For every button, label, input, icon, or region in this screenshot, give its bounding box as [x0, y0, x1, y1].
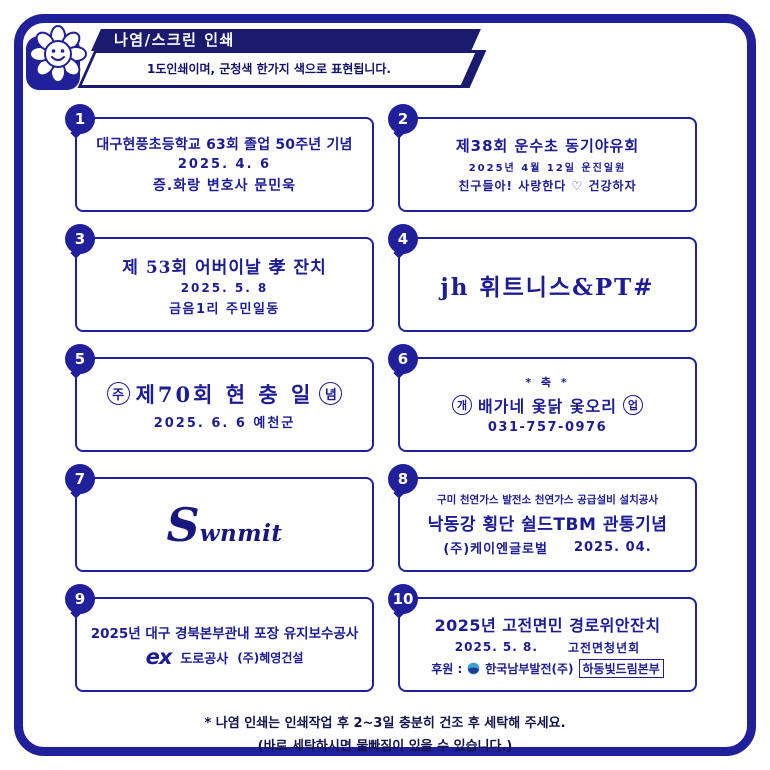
sample1-title: 대구현풍초등학교 63회 졸업 50주년 기념: [96, 137, 353, 153]
sample9-company: 도로공사: [180, 651, 229, 667]
subtitle-text: 1도인쇄이며, 군청색 한가지 색으로 표현됩니다.: [147, 62, 391, 76]
number-badge-8: 8: [388, 464, 418, 494]
circled-char-right: 념: [319, 382, 343, 405]
sample1-date: 2025. 4. 6: [177, 157, 272, 172]
sample1-subtitle: 증.화랑 변호사 문민욱: [153, 178, 296, 194]
summit-logo-rest: wnmit: [199, 519, 283, 547]
number-badge-2: 2: [388, 104, 418, 134]
sample10-host: 고전면청년회: [567, 640, 641, 655]
sample-box-5: 5 주 제70회 현 충 일 념 2025. 6. 6 예천군: [65, 344, 374, 452]
sample2-title: 제38회 운수초 동기야유회: [455, 137, 640, 155]
summit-logo: Swnmit: [167, 502, 283, 548]
sample5-title: 제70회 현 충 일: [135, 381, 314, 407]
number-badge-5: 5: [65, 344, 95, 374]
circled-char-right: 업: [622, 395, 643, 415]
number-badge-9: 9: [65, 584, 95, 614]
sample4-logo-text: jh 휘트니스&PT#: [440, 273, 655, 301]
number-badge-7: 7: [65, 464, 95, 494]
sample-box-8: 8 구미 천연가스 발전소 천연가스 공급설비 설치공사 낙동강 횡단 쉴드TB…: [388, 464, 697, 572]
smiley-flower-logo-icon: [24, 24, 92, 92]
sample2-message: 친구들아! 사랑한다 ♡ 건강하자: [458, 179, 637, 193]
sample5-date: 2025. 6. 6 예천군: [153, 415, 296, 431]
sample-box-2: 2 제38회 운수초 동기야유회 2025년 4월 12일 운진일원 친구들아!…: [388, 104, 697, 212]
sample-box-4: 4 jh 휘트니스&PT#: [388, 224, 697, 332]
expressway-ex-logo: ex: [145, 644, 173, 669]
page-title: 나염/스크린 인쇄: [114, 31, 235, 49]
sample-box-10: 10 2025년 고전면민 경로위안잔치 2025. 5. 8. 고전면청년회 …: [388, 584, 697, 692]
badge-number: 8: [397, 470, 409, 488]
badge-number: 9: [74, 590, 86, 608]
subtitle-box: 1도인쇄이며, 군청색 한가지 색으로 표현됩니다.: [77, 50, 487, 88]
sample10-sponsor-label: 후원 :: [431, 661, 463, 676]
care-instruction-line2: (바로 세탁하시면 물빠짐이 있을 수 있습니다.): [257, 739, 513, 754]
number-badge-3: 3: [65, 224, 95, 254]
sample-box-6: 6 * 축 * 개 배가네 옻닭 옻오리 업 031-757-0976: [388, 344, 697, 452]
badge-number: 7: [74, 470, 86, 488]
circled-char-left: 주: [106, 382, 130, 405]
badge-number: 2: [397, 110, 409, 128]
sample8-title: 낙동강 횡단 쉴드TBM 관통기념: [427, 515, 668, 535]
care-instruction-line1: * 나염 인쇄는 인쇄작업 후 2~3일 충분히 건조 후 세탁해 주세요.: [204, 716, 566, 731]
sample8-company: (주)케이엔글로벌: [443, 542, 548, 557]
badge-number: 4: [397, 230, 409, 248]
care-instructions: * 나염 인쇄는 인쇄작업 후 2~3일 충분히 건조 후 세탁해 주세요. (…: [0, 712, 770, 754]
badge-number: 1: [74, 110, 86, 128]
circled-char-left: 개: [452, 395, 473, 415]
sample9-builder: (주)혜영건설: [237, 650, 304, 665]
sample2-date: 2025년 4월 12일 운진일원: [468, 163, 627, 174]
sample-box-3: 3 제 53회 어버이날 孝 잔치 2025. 5. 8 금음1리 주민일동: [65, 224, 374, 332]
sample10-sponsor-branch: 하동빛드림본부: [578, 658, 664, 678]
sample-box-1: 1 대구현풍초등학교 63회 졸업 50주년 기념 2025. 4. 6 증.화…: [65, 104, 374, 212]
sample3-subtitle: 금음1리 주민일동: [169, 301, 280, 317]
number-badge-4: 4: [388, 224, 418, 254]
sample3-date: 2025. 5. 8: [180, 280, 269, 295]
sample10-sponsor: 한국남부발전(주): [485, 661, 574, 676]
sample10-title: 2025년 고전면민 경로위안잔치: [434, 615, 661, 635]
summit-logo-initial: S: [166, 497, 200, 552]
sample-box-7: 7 Swnmit: [65, 464, 374, 572]
samples-grid: 1 대구현풍초등학교 63회 졸업 50주년 기념 2025. 4. 6 증.화…: [65, 104, 697, 692]
sample3-title: 제 53회 어버이날 孝 잔치: [122, 257, 327, 278]
badge-number: 3: [74, 230, 86, 248]
power-company-logo-icon: [467, 662, 480, 675]
sample9-title: 2025년 대구 경북본부관내 포장 유지보수공사: [90, 625, 359, 642]
number-badge-6: 6: [388, 344, 418, 374]
number-badge-10: 10: [388, 584, 418, 614]
badge-number: 6: [397, 350, 409, 368]
sample6-congrats: * 축 *: [525, 376, 570, 389]
sample10-date: 2025. 5. 8.: [454, 640, 538, 654]
badge-number: 10: [392, 590, 414, 608]
sample8-project: 구미 천연가스 발전소 천연가스 공급설비 설치공사: [436, 494, 659, 506]
badge-number: 5: [74, 350, 86, 368]
sample8-date: 2025. 04.: [573, 540, 652, 555]
number-badge-1: 1: [65, 104, 95, 134]
sample-box-9: 9 2025년 대구 경북본부관내 포장 유지보수공사 ex 도로공사 (주)혜…: [65, 584, 374, 692]
sample6-title: 배가네 옻닭 옻오리: [478, 397, 617, 416]
section-title-banner: 나염/스크린 인쇄: [91, 29, 481, 51]
sample6-phone: 031-757-0976: [487, 420, 608, 435]
